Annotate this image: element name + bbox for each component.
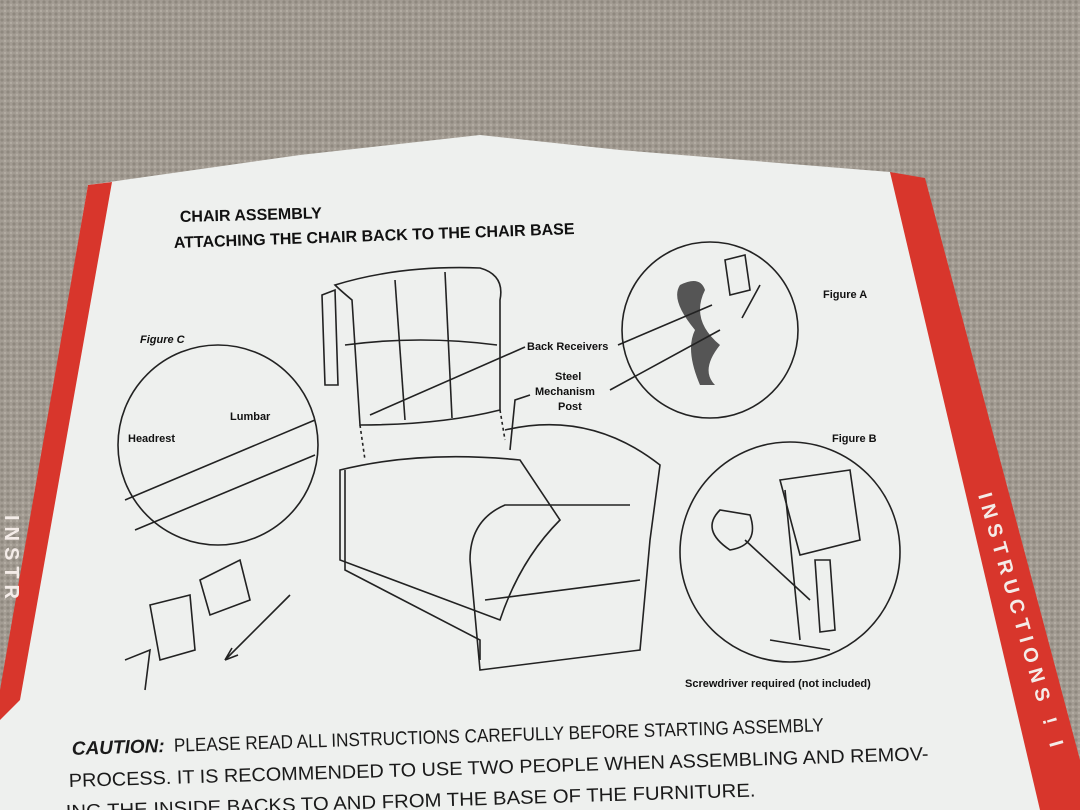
figure-b-screwdriver-illustration (711, 469, 861, 651)
instruction-sheet (0, 135, 1068, 810)
receiver-part-illustration (124, 558, 291, 691)
lumbar-label: Lumbar (230, 411, 271, 423)
steel-label-3: Post (558, 401, 582, 413)
figure-a-label: Figure A (823, 289, 867, 301)
steel-post-leader (509, 329, 721, 451)
steel-label-1: Steel (555, 371, 581, 383)
figure-a-arrow (724, 254, 761, 319)
right-red-strip (890, 172, 1080, 810)
back-receivers-leader (369, 304, 713, 416)
figure-c-circle (117, 344, 319, 546)
figure-a-bracket (677, 281, 720, 385)
left-strip-text: INSTR (0, 515, 22, 605)
caution-prefix: CAUTION: (71, 736, 165, 760)
screwdriver-note: Screwdriver required (not included) (685, 678, 871, 690)
figure-c-drawing (124, 419, 316, 531)
left-red-strip (0, 182, 112, 720)
recliner-chair-illustration (321, 266, 661, 671)
steel-label-2: Mechanism (535, 386, 595, 398)
figure-a-circle (621, 241, 799, 419)
figure-b-circle (679, 441, 901, 663)
headrest-label: Headrest (128, 433, 175, 445)
heading-line1: CHAIR ASSEMBLY (180, 205, 323, 226)
figure-b-label: Figure B (832, 433, 877, 445)
figure-c-label: Figure C (140, 334, 186, 346)
back-receivers-label: Back Receivers (527, 341, 608, 353)
